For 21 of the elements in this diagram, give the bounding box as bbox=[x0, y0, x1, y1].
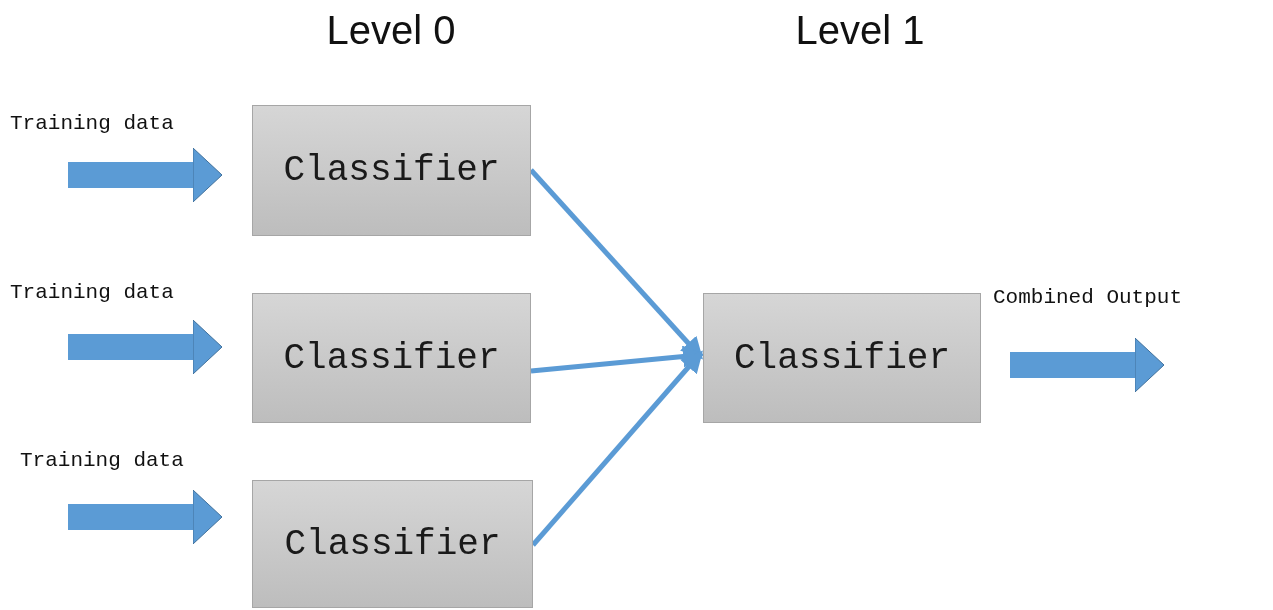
block-arrow bbox=[68, 147, 223, 203]
arrow bbox=[529, 168, 704, 360]
node-label: Classifier bbox=[283, 150, 500, 191]
level-heading: Level 1 bbox=[795, 8, 925, 53]
classifier-box bbox=[252, 105, 531, 236]
level-heading: Level 0 bbox=[326, 8, 456, 53]
classifier-box bbox=[252, 480, 533, 608]
edge-label: Training data bbox=[10, 281, 174, 304]
node-label: Classifier bbox=[733, 337, 950, 379]
edge-label: Combined Output bbox=[993, 286, 1183, 309]
arrow bbox=[531, 350, 703, 547]
arrow bbox=[530, 345, 705, 374]
block-arrow bbox=[68, 319, 223, 375]
block-arrow bbox=[68, 489, 223, 545]
node-label: Classifier bbox=[284, 523, 501, 565]
classifier-box bbox=[703, 293, 981, 423]
edge-label: Training data bbox=[10, 112, 174, 135]
classifier-box bbox=[252, 293, 531, 423]
node-label: Classifier bbox=[283, 337, 500, 379]
edge-label: Training data bbox=[20, 449, 184, 472]
block-arrow bbox=[1010, 337, 1165, 393]
